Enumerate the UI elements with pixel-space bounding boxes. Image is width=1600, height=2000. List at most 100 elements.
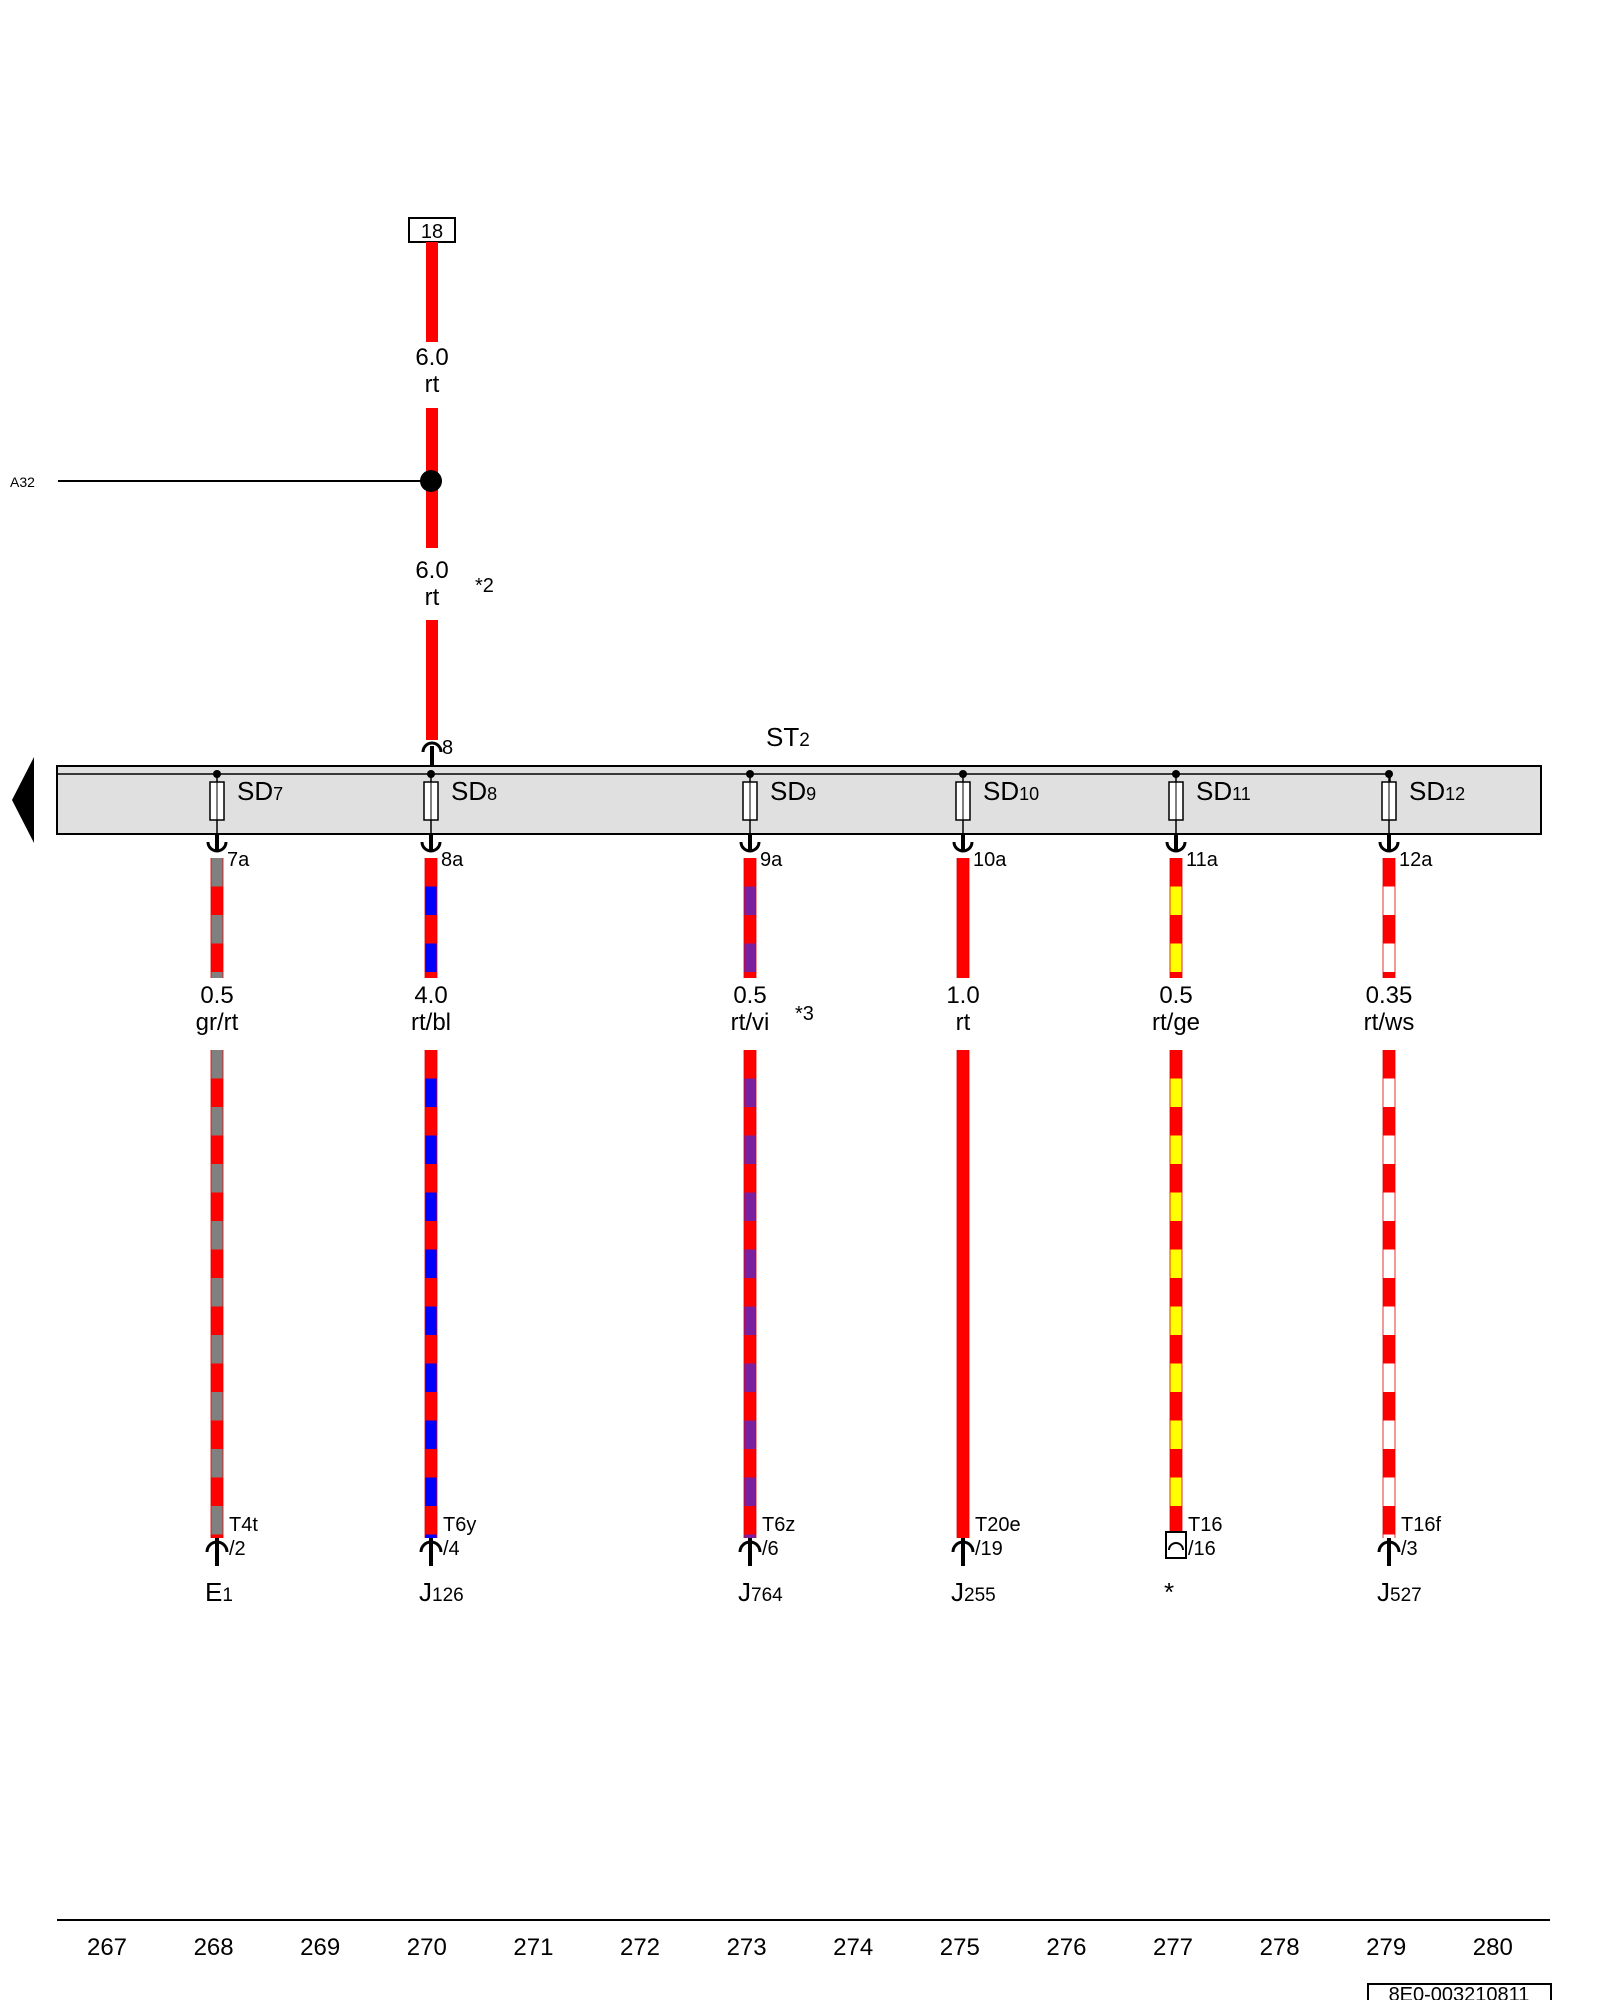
wire-stripe xyxy=(1383,1363,1395,1392)
wire-stripe xyxy=(425,1534,437,1538)
main-connector-symbol xyxy=(421,741,443,753)
column-number: 271 xyxy=(513,1934,553,1961)
connector-top-pin: 12a xyxy=(1399,849,1433,871)
wire-stripe xyxy=(744,1050,756,1079)
doc-number-box xyxy=(1367,1983,1552,2000)
wire-color: rt/ge xyxy=(1152,1009,1200,1036)
wire-stripe xyxy=(1170,1506,1182,1535)
wire-stripe xyxy=(1170,1392,1182,1421)
wire-stripe xyxy=(425,1050,437,1079)
wire-stripe xyxy=(425,915,437,944)
wire-stripe xyxy=(425,1506,437,1535)
wire-stripe xyxy=(957,1392,969,1421)
wire-stripe xyxy=(1170,858,1182,887)
connector-bottom-name: T6y xyxy=(443,1514,476,1536)
bus-label: ST2 xyxy=(766,722,810,752)
wire-stripe xyxy=(1383,1164,1395,1193)
wire-stripe xyxy=(1383,1506,1395,1535)
wire-stripe xyxy=(1383,1078,1395,1107)
wire-stripe xyxy=(744,1249,756,1278)
wire-stripe xyxy=(1170,886,1182,915)
connector-bottom-pin: /6 xyxy=(762,1538,779,1560)
component-label: J126 xyxy=(419,1577,464,1607)
wire-stripe xyxy=(957,1278,969,1307)
wire-stripe xyxy=(211,1534,223,1538)
wire-stripe xyxy=(211,1449,223,1478)
wire-stripe xyxy=(957,1249,969,1278)
wire-stripe xyxy=(211,1164,223,1193)
wire-color: rt xyxy=(956,1009,971,1036)
wire-stripe xyxy=(744,1534,756,1538)
connector-box-icon xyxy=(1165,1531,1187,1559)
wire-stripe xyxy=(957,1449,969,1478)
main-pin-label: 8 xyxy=(442,737,453,759)
wire-stripe xyxy=(211,1477,223,1506)
wire-stripe xyxy=(211,1192,223,1221)
wire-stripe xyxy=(957,1477,969,1506)
column-number: 279 xyxy=(1366,1934,1406,1961)
wire-stripe xyxy=(744,1192,756,1221)
wire-stripe xyxy=(425,1392,437,1421)
wire-stripe xyxy=(1383,1392,1395,1421)
wire-stripe xyxy=(1383,1449,1395,1478)
connector-top-pin: 7a xyxy=(227,849,250,871)
wire-stripe xyxy=(211,1335,223,1364)
wire-stripe xyxy=(211,1249,223,1278)
connector-bottom-name: T16 xyxy=(1188,1514,1222,1536)
wire-stripe xyxy=(425,1221,437,1250)
wire-stripe xyxy=(957,1192,969,1221)
wire-stripe xyxy=(744,1335,756,1364)
wire-stripe xyxy=(1170,1477,1182,1506)
wire-stripe xyxy=(211,1306,223,1335)
wire-stripe xyxy=(425,1192,437,1221)
wire-stripe xyxy=(425,1078,437,1107)
column-number: 280 xyxy=(1473,1934,1513,1961)
wire-stripe xyxy=(425,1278,437,1307)
wire-stripe xyxy=(211,972,223,978)
connector-bottom-pin: /4 xyxy=(443,1538,460,1560)
wire-stripe xyxy=(1383,972,1395,978)
wire-stripe xyxy=(425,1107,437,1136)
wire-size: 0.35 xyxy=(1366,982,1413,1009)
wire-stripe xyxy=(957,1107,969,1136)
wire-stripe xyxy=(425,1449,437,1478)
column-number: 269 xyxy=(300,1934,340,1961)
wire-stripe xyxy=(957,858,969,887)
wire-stripe xyxy=(744,1135,756,1164)
wire-stripe xyxy=(1170,1335,1182,1364)
wire-stripe xyxy=(744,886,756,915)
wire-size: 0.5 xyxy=(1159,982,1192,1009)
wire-stripe xyxy=(1170,1420,1182,1449)
wire-stripe xyxy=(744,1164,756,1193)
wire-stripe xyxy=(1383,1135,1395,1164)
wire-stripe xyxy=(1383,1534,1395,1538)
wire-stripe xyxy=(957,972,969,978)
wire-stripe xyxy=(957,1050,969,1079)
connector-top-pin: 9a xyxy=(760,849,783,871)
wire-stripe xyxy=(425,1363,437,1392)
wire-stripe xyxy=(744,858,756,887)
wire-stripe xyxy=(425,858,437,887)
connector-bottom-icon xyxy=(1168,1542,1184,1551)
wire-stripe xyxy=(211,1135,223,1164)
wire-stripe xyxy=(211,1107,223,1136)
wire-stripe xyxy=(211,943,223,972)
main-wire-size-2: 6.0 xyxy=(415,557,448,584)
wire-stripe xyxy=(1383,1335,1395,1364)
wire-stripe xyxy=(1170,943,1182,972)
column-number: 274 xyxy=(833,1934,873,1961)
left-arrow-icon xyxy=(12,757,34,843)
wire-color: rt/ws xyxy=(1364,1009,1415,1036)
wire-stripe xyxy=(1383,1050,1395,1079)
wire-stripe xyxy=(957,1221,969,1250)
footnote-2: *2 xyxy=(475,575,494,597)
wire-stripe xyxy=(1383,943,1395,972)
wire-stripe xyxy=(211,1278,223,1307)
wire-stripe xyxy=(211,858,223,887)
column-number: 273 xyxy=(727,1934,767,1961)
